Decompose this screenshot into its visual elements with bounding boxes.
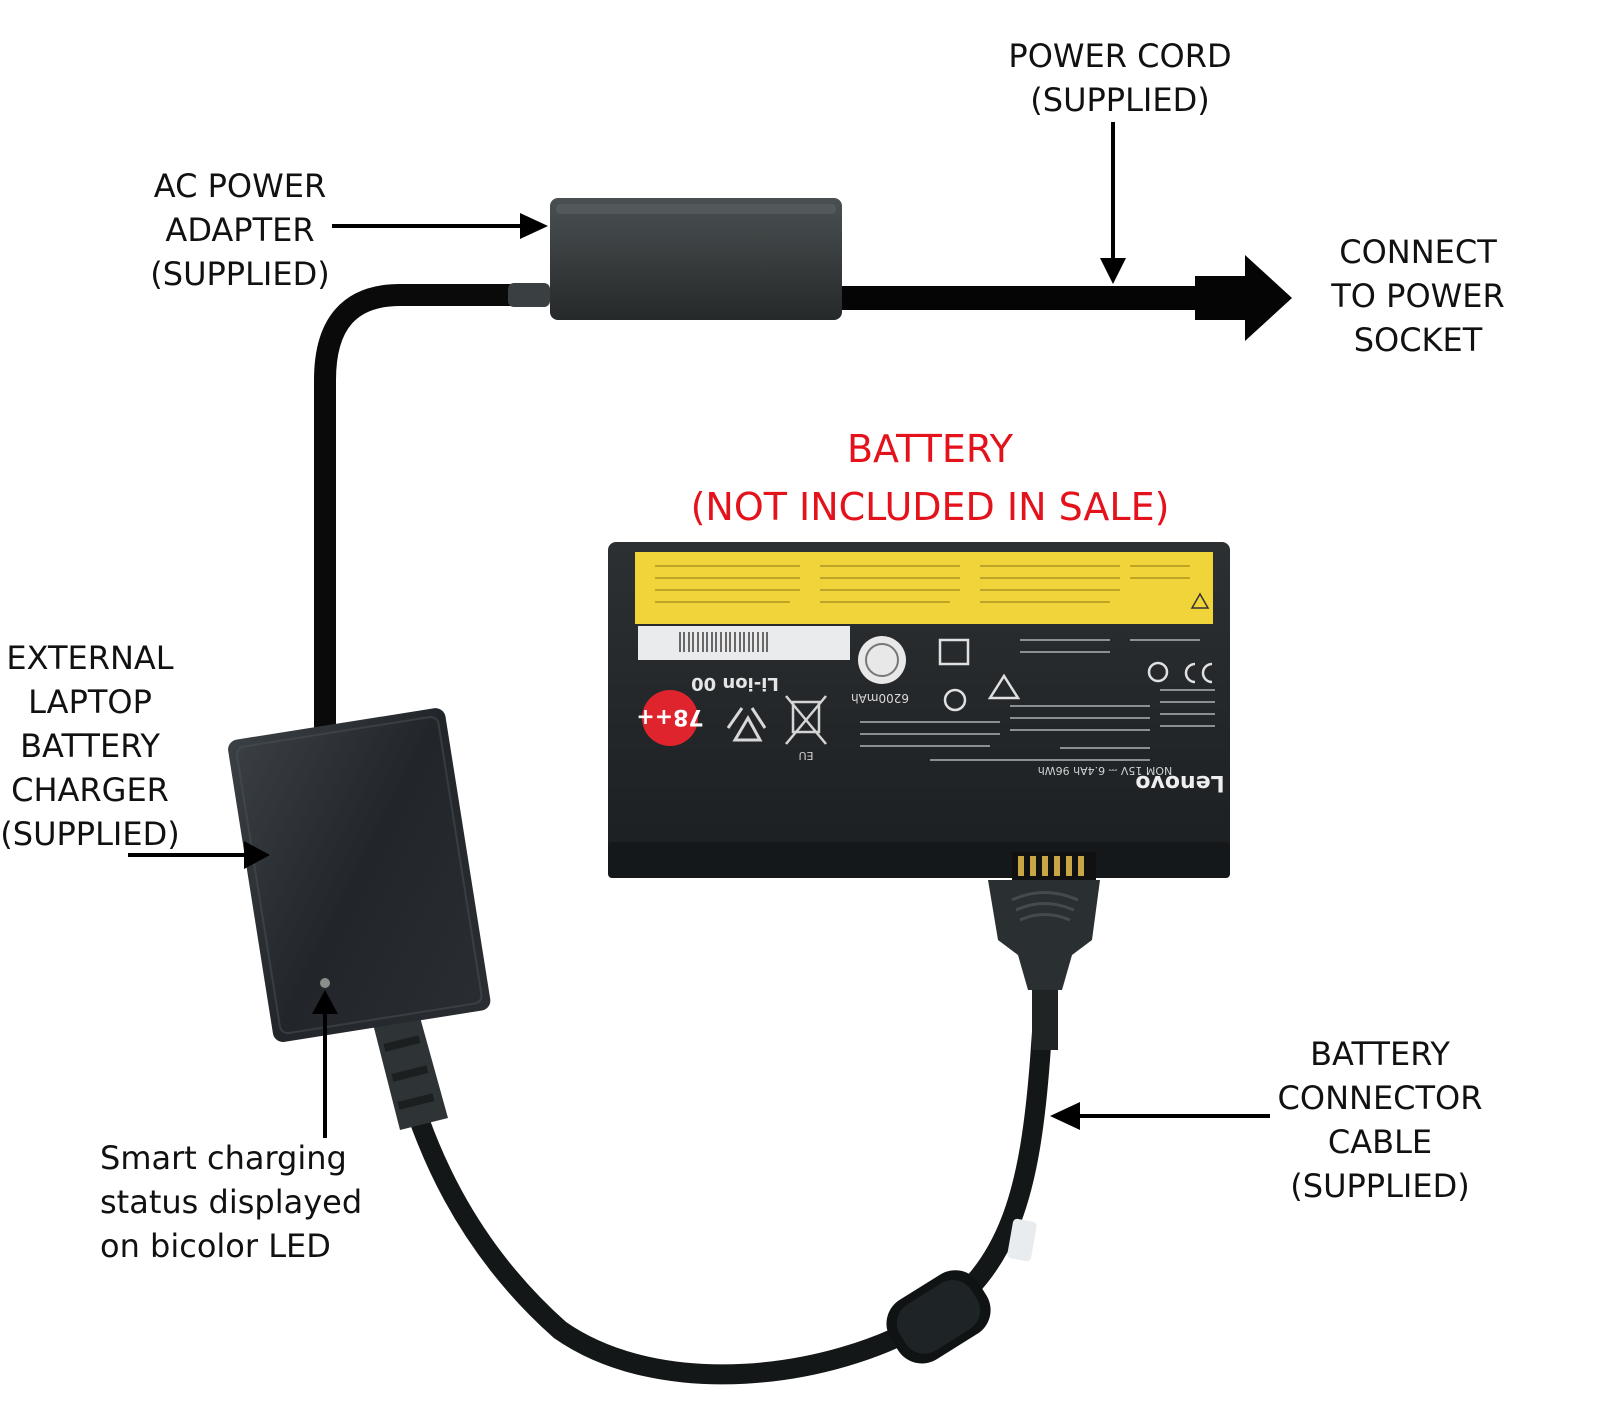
led-label: Smart charging status displayed on bicol…	[100, 1136, 380, 1268]
charger-plug	[372, 1010, 448, 1130]
connector-cable	[385, 980, 1055, 1385]
adapter-pointer-head	[520, 213, 548, 239]
ac-power-adapter	[550, 198, 842, 320]
battery-type-text: Li-ion 00	[691, 673, 779, 694]
capacity-text: 6200mAh	[851, 691, 909, 705]
led-label-line2: status displayed	[100, 1183, 363, 1221]
ac-adapter-label: AC POWER ADAPTER (SUPPLIED)	[140, 164, 340, 296]
battery-plug	[988, 880, 1100, 1050]
adapter-strain-relief	[508, 283, 550, 307]
nominal-text: NOM 15V ⎓ 6.4Ah 96Wh	[1038, 764, 1173, 777]
power-socket-arrow	[1195, 255, 1292, 341]
crossed-bin-icon	[785, 695, 827, 745]
charger-label: EXTERNAL LAPTOP BATTERY CHARGER (SUPPLIE…	[0, 636, 180, 856]
battery-fine-print	[860, 639, 1215, 761]
connector-cable-label-line1: BATTERY	[1310, 1035, 1450, 1073]
charger-label-line5: (SUPPLIED)	[0, 815, 180, 853]
cable-tag	[1007, 1218, 1037, 1262]
power-cord-pointer-head	[1100, 258, 1126, 284]
connector-cable-label-line4: (SUPPLIED)	[1290, 1167, 1470, 1205]
charger-pointer-head	[244, 841, 270, 869]
cable-pointer-head	[1050, 1102, 1080, 1130]
charger-label-line3: BATTERY	[20, 727, 160, 765]
battery-badge-text: 78++	[636, 704, 703, 729]
charger-label-line2: LAPTOP	[28, 683, 152, 721]
charger-label-line4: CHARGER	[11, 771, 169, 809]
battery-label-line1: BATTERY	[846, 427, 1014, 471]
external-battery-charger	[228, 708, 491, 1042]
power-socket-label: CONNECT TO POWER SOCKET	[1318, 230, 1518, 362]
barcode-lines	[679, 632, 768, 652]
power-socket-label-line3: SOCKET	[1353, 321, 1483, 359]
led-label-line1: Smart charging	[100, 1139, 347, 1177]
battery-label-line2: (NOT INCLUDED IN SALE)	[690, 485, 1170, 529]
power-cord-label: POWER CORD (SUPPLIED)	[1000, 34, 1240, 122]
power-cord-label-line2: (SUPPLIED)	[1030, 81, 1210, 119]
laptop-battery: 78++ Li-ion 00 EU 6200mAh	[608, 542, 1230, 880]
connector-cable-label-line2: CONNECTOR	[1277, 1079, 1483, 1117]
battery-label: BATTERY (NOT INCLUDED IN SALE)	[680, 420, 1180, 536]
led-pointer-head	[312, 990, 338, 1014]
dc-cable	[314, 284, 531, 751]
connector-cable-label-line3: CABLE	[1327, 1123, 1433, 1161]
brand-logo-text: Lenovo	[1135, 770, 1224, 795]
battery-warning-band	[635, 552, 1213, 624]
battery-contacts	[1012, 852, 1096, 880]
power-cord-label-line1: POWER CORD	[1008, 37, 1232, 75]
ac-adapter-label-line3: (SUPPLIED)	[150, 255, 330, 293]
warning-triangle-icon	[1190, 592, 1210, 609]
power-socket-label-line1: CONNECT	[1339, 233, 1497, 271]
ac-adapter-label-line1: AC POWER	[153, 167, 327, 205]
connector-cable-label: BATTERY CONNECTOR CABLE (SUPPLIED)	[1270, 1032, 1490, 1208]
compliance-symbols-icon	[938, 638, 1213, 712]
ac-adapter-label-line2: ADAPTER	[165, 211, 315, 249]
power-socket-label-line2: TO POWER	[1331, 277, 1505, 315]
charger-label-line1: EXTERNAL	[6, 639, 174, 677]
adapter-highlight	[556, 204, 836, 214]
led-label-line3: on bicolor LED	[100, 1227, 331, 1265]
ferrite-core	[886, 1270, 991, 1364]
battery-badge	[642, 690, 698, 746]
bicolor-led	[320, 978, 330, 988]
recycle-icon	[726, 707, 767, 742]
eu-text: EU	[798, 749, 813, 762]
